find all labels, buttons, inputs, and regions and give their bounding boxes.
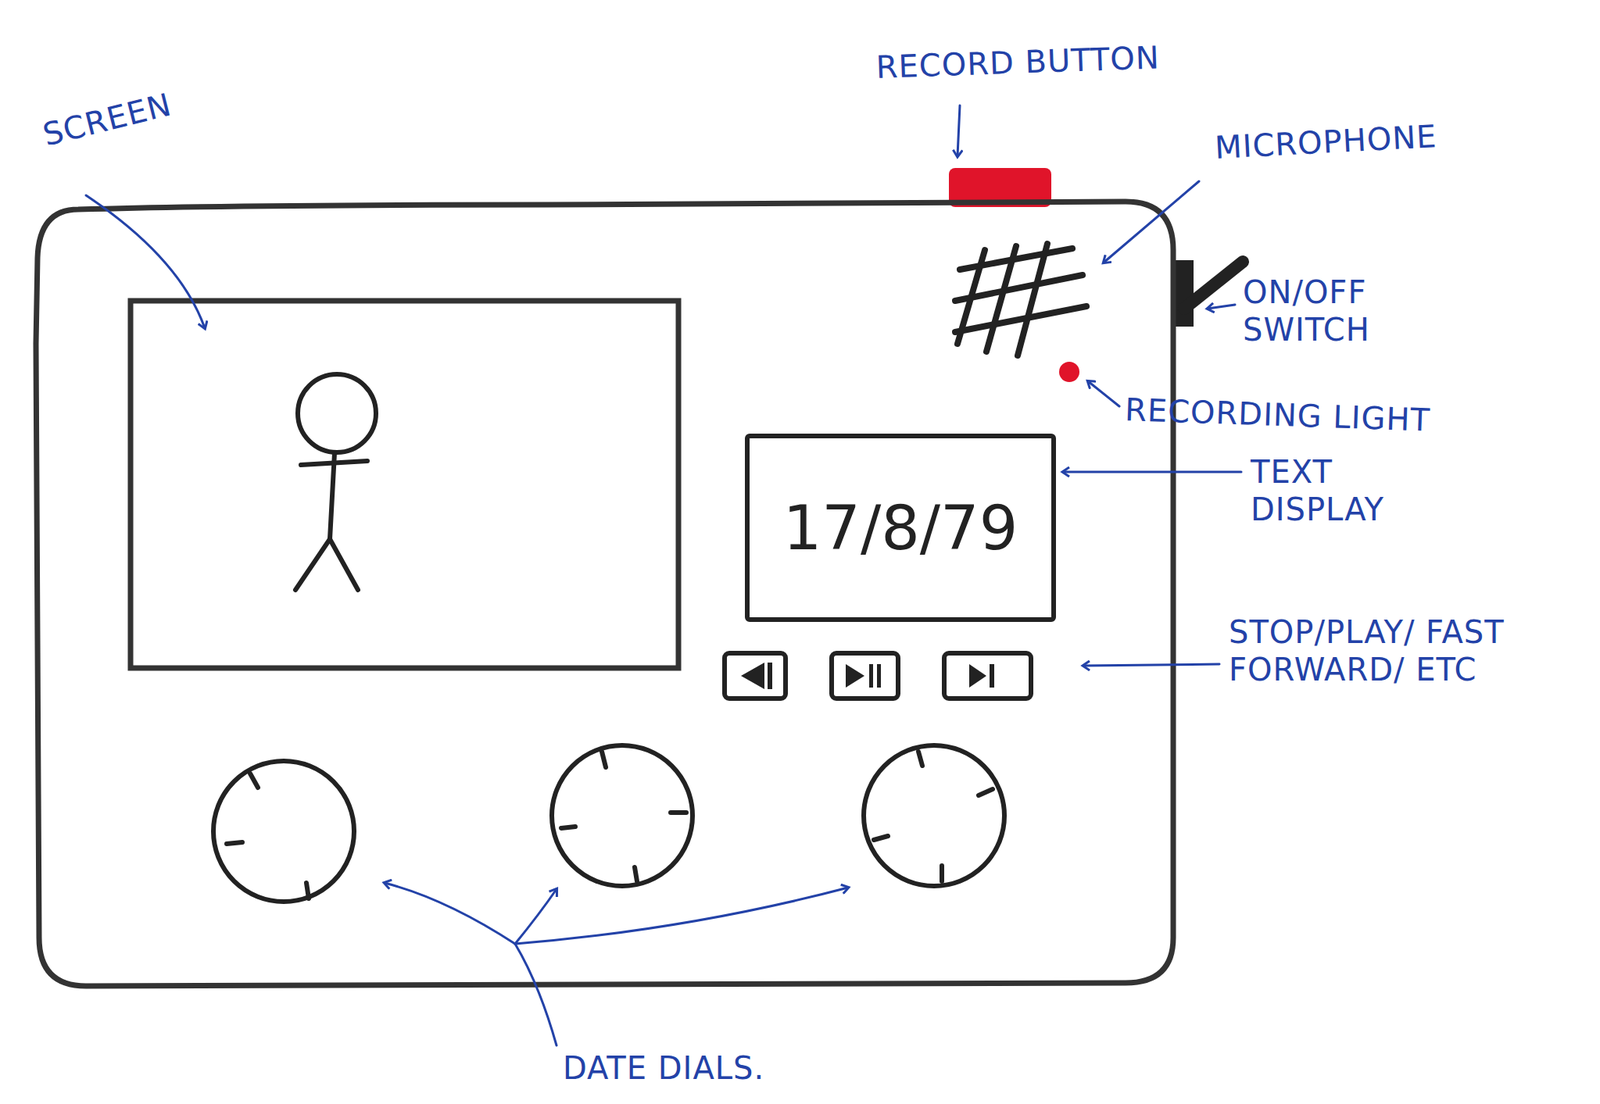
screen-frame	[130, 300, 679, 669]
stick-figure	[295, 374, 376, 591]
switch-lever	[1184, 261, 1243, 309]
part-label: ON/OFF SWITCH	[1242, 273, 1447, 349]
text-display: 17/8/79	[744, 433, 1056, 623]
part-label: MICROPHONE	[1213, 112, 1529, 167]
transport-buttons	[724, 653, 1031, 699]
part-label: SCREEN	[39, 75, 215, 154]
microphone-grille	[955, 243, 1087, 356]
date-dials	[213, 745, 1005, 903]
display-text: 17/8/79	[783, 493, 1019, 564]
leader-lines	[85, 105, 1242, 1046]
part-label: RECORDING LIGHT	[1123, 390, 1516, 442]
housing-outline	[35, 201, 1174, 987]
part-label: STOP/PLAY/ FAST FORWARD/ ETC	[1228, 613, 1526, 689]
part-label: RECORD BUTTON	[875, 35, 1236, 86]
recording-light	[1059, 361, 1080, 383]
part-label: DATE DIALS.	[562, 1049, 892, 1088]
part-label: TEXT DISPLAY	[1250, 453, 1431, 529]
